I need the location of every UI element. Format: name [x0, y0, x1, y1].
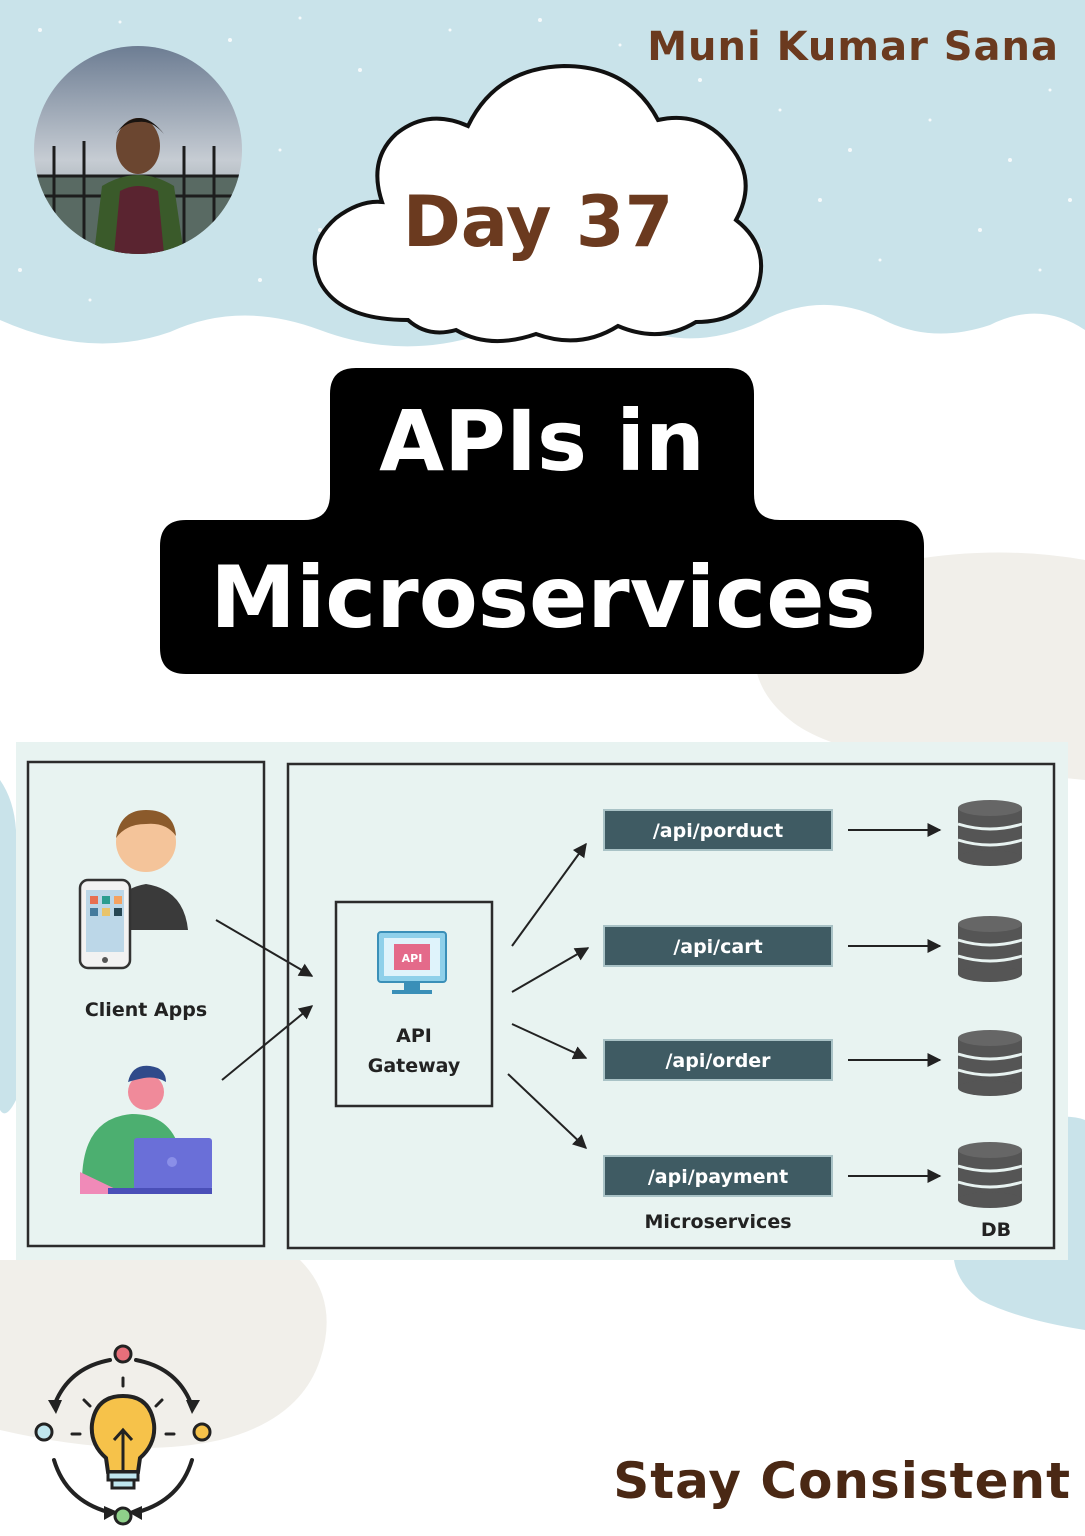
api-gateway-icon: API: [377, 931, 447, 994]
arrow-gateway-to-cart: [511, 947, 590, 993]
gateway-badge-text: API: [402, 952, 423, 965]
arrow-gateway-to-product: [511, 842, 587, 947]
mobile-user-icon: [78, 810, 188, 970]
cloud-shape: [312, 63, 764, 344]
db-label: DB: [981, 1219, 1011, 1241]
beige-blob-left: [0, 1260, 327, 1448]
cloud-badge: Day 37: [312, 63, 764, 344]
endpoint-order-label: /api/order: [665, 1050, 771, 1072]
microservices-box: [286, 762, 1056, 1250]
endpoint-payment: /api/payment: [603, 1155, 833, 1197]
endpoint-product: /api/porduct: [603, 809, 833, 851]
architecture-diagram: Client Apps API API Gateway /api/porduct…: [16, 742, 1068, 1260]
client-apps-box: [26, 760, 266, 1248]
laptop-user-icon: [80, 1065, 212, 1194]
arrow-gateway-to-order: [511, 1023, 588, 1060]
endpoint-payment-label: /api/payment: [648, 1166, 788, 1188]
footer-tagline: Stay Consistent: [613, 1452, 1071, 1510]
title-line-1: APIs in: [379, 392, 705, 490]
speckles: [18, 16, 1072, 302]
author-name: Muni Kumar Sana: [647, 24, 1059, 70]
database-icon: [957, 916, 1023, 982]
arrow-gateway-to-payment: [507, 1073, 588, 1149]
api-gateway-label-line1: API: [396, 1025, 432, 1047]
database-icon: [957, 1142, 1023, 1208]
arrow-client-mobile-to-gateway: [215, 919, 314, 977]
sky-blob-left: [0, 780, 16, 1114]
api-gateway-label-line2: Gateway: [368, 1055, 461, 1077]
endpoint-product-label: /api/porduct: [653, 820, 783, 842]
title-line-2: Microservices: [210, 548, 876, 648]
endpoint-order: /api/order: [603, 1039, 833, 1081]
database-icon: [957, 1030, 1023, 1096]
day-label: Day 37: [403, 181, 674, 263]
database-icon: [957, 800, 1023, 866]
endpoint-cart: /api/cart: [603, 925, 833, 967]
author-avatar: [34, 46, 242, 254]
arrow-client-laptop-to-gateway: [221, 1005, 314, 1081]
microservices-label: Microservices: [644, 1211, 791, 1233]
lightbulb-cycle-icon: [34, 1344, 212, 1526]
endpoint-cart-label: /api/cart: [673, 936, 762, 958]
client-apps-label: Client Apps: [85, 999, 207, 1021]
avatar-photo: [34, 46, 242, 254]
